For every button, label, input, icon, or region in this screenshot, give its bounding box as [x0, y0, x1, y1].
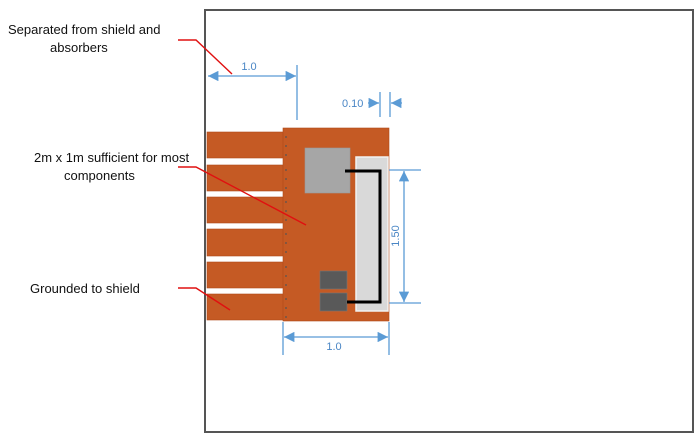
- callout-size: 2m x 1m sufficient for most components: [34, 150, 307, 226]
- dark-chip-2: [319, 292, 348, 312]
- svg-text:Grounded to shield: Grounded to shield: [30, 281, 140, 296]
- dimension-top: 1.0: [208, 61, 298, 120]
- dimension-height: 1.50: [389, 169, 421, 304]
- dimension-gap-label: 0.10: [342, 98, 363, 110]
- callout-grounded: Grounded to shield: [30, 281, 231, 311]
- callout-separated: Separated from shield and absorbers: [8, 22, 233, 75]
- dimension-top-label: 1.0: [241, 61, 256, 73]
- absorber-strips: [206, 131, 286, 321]
- svg-text:components: components: [64, 168, 135, 183]
- gray-component: [304, 147, 351, 194]
- dimension-gap: 0.10: [342, 92, 402, 117]
- connector-pins: [285, 136, 287, 318]
- dark-chip-1: [319, 270, 348, 290]
- light-panel: [355, 156, 389, 312]
- dimension-bottom-label: 1.0: [326, 341, 341, 353]
- cable: [345, 169, 382, 304]
- dimension-bottom: 1.0: [282, 322, 390, 355]
- dimension-height-label: 1.50: [390, 225, 402, 246]
- svg-text:Separated from shield and: Separated from shield and: [8, 22, 160, 37]
- svg-text:absorbers: absorbers: [50, 40, 108, 55]
- svg-text:2m x 1m sufficient for most: 2m x 1m sufficient for most: [34, 150, 189, 165]
